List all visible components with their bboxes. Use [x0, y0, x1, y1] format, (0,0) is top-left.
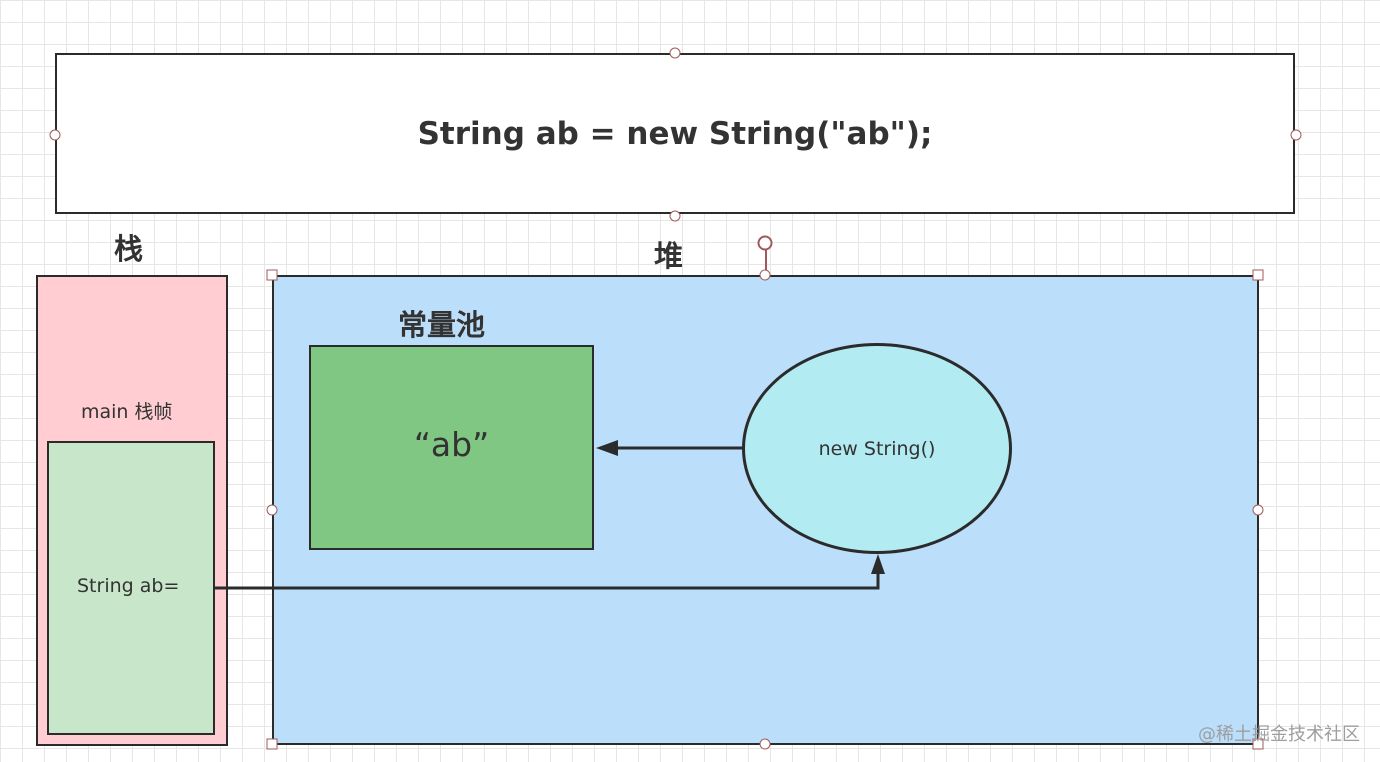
heap-handle-left[interactable] [266, 504, 278, 516]
constant-pool-box[interactable]: “ab” [309, 345, 594, 550]
heap-rotate-stem [765, 250, 767, 270]
stack-variable-box[interactable] [47, 441, 215, 735]
code-statement-text: String ab = new String("ab"); [417, 115, 933, 152]
heap-handle-top-left[interactable] [266, 269, 278, 281]
constant-pool-value: “ab” [413, 425, 490, 464]
heap-heading: 堆 [654, 239, 684, 273]
constant-pool-heading: 常量池 [398, 308, 486, 342]
heap-handle-bottom[interactable] [759, 738, 771, 750]
code-box-handle-bottom[interactable] [669, 210, 681, 222]
heap-handle-top[interactable] [759, 269, 771, 281]
string-object-label: new String() [818, 437, 936, 460]
stack-heading: 栈 [114, 232, 144, 266]
code-statement-box[interactable]: String ab = new String("ab"); [55, 53, 1295, 214]
heap-handle-bottom-right[interactable] [1252, 738, 1264, 750]
object-to-pool-arrow[interactable] [596, 440, 742, 456]
variable-to-object-arrow[interactable] [215, 554, 885, 590]
watermark: @稀土掘金技术社区 [1198, 724, 1360, 745]
code-box-handle-right[interactable] [1290, 129, 1302, 141]
heap-handle-bottom-left[interactable] [266, 738, 278, 750]
code-box-handle-left[interactable] [49, 129, 61, 141]
heap-handle-right[interactable] [1252, 504, 1264, 516]
string-object-ellipse[interactable]: new String() [742, 343, 1012, 554]
code-box-handle-top[interactable] [669, 47, 681, 59]
stack-variable-label: String ab= [77, 575, 180, 597]
heap-handle-top-right[interactable] [1252, 269, 1264, 281]
rotate-handle-icon[interactable] [757, 235, 773, 251]
main-frame-label: main 栈帧 [81, 401, 173, 423]
